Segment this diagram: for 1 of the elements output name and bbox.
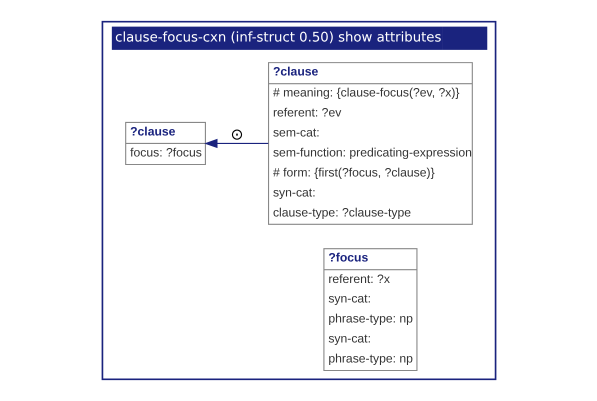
edge-label: ⊙: [230, 126, 243, 144]
